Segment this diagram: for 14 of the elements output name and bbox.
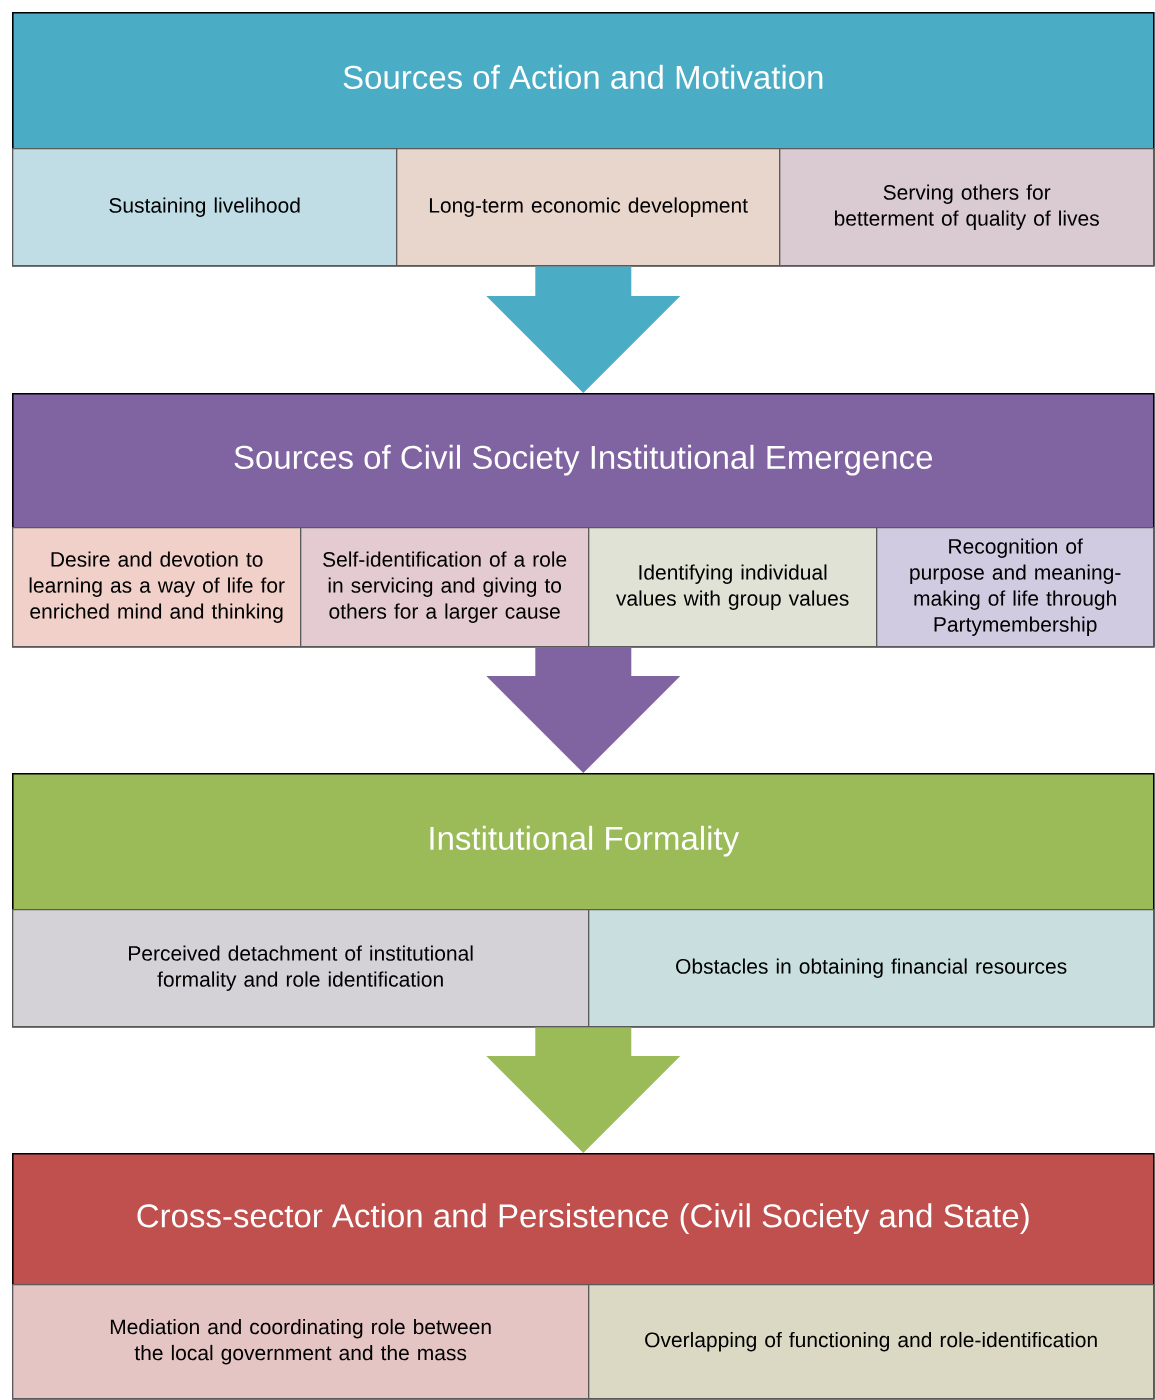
category-box: Serving others for betterment of quality of lives [779,148,1155,267]
category-box: Mediation and coordinating role between the local government and the mass [12,1284,590,1400]
category-box: Self-identification of a role in servicing and giving to others for a larger cause [300,527,590,648]
category-box: Overlapping of functioning and role-identification [588,1284,1155,1400]
category-box: Recognition of purpose and meaning-making of life through Partymembership [876,527,1155,648]
category-box: Desire and devotion to learning as a way of life for enriched mind and thinking [12,527,302,648]
block-arrow [486,266,681,393]
category-box: Long-term economic development [396,148,781,267]
category-box: Identifying individual values with group values [588,527,878,648]
category-box: Obstacles in obtaining financial resources [588,909,1155,1028]
category-box: Sustaining livelihood [12,148,398,267]
block-arrow [486,647,681,773]
block-arrow [486,1027,681,1153]
category-box: Perceived detachment of institutional formality and role identification [12,909,590,1028]
